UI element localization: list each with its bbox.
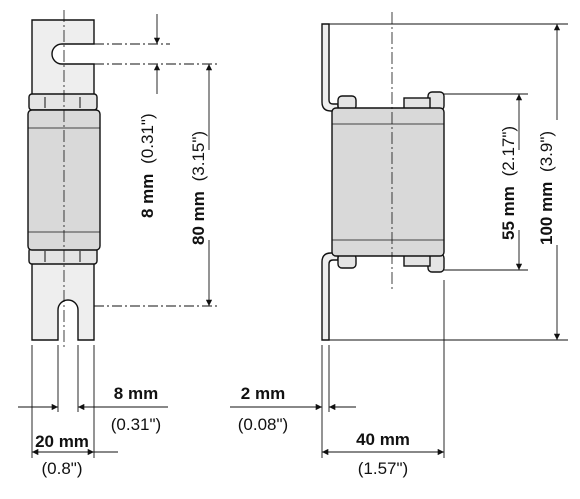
slot-width-label: 8 mm (0.31") (138, 113, 157, 218)
body-height-label: 55 mm (2.17") (499, 126, 518, 240)
depth-inch: (1.57") (358, 459, 408, 478)
body-height-inch: (2.17") (499, 126, 518, 176)
pitch-label: 80 mm (3.15") (189, 131, 208, 245)
thickness-value: 2 mm (241, 384, 285, 403)
slot-width-value: 8 mm (138, 174, 157, 218)
total-height-inch: (3.9") (537, 131, 556, 172)
blade-width-inch: (0.8") (42, 459, 83, 478)
body-height-value: 55 mm (499, 186, 518, 240)
total-height-label: 100 mm (3.9") (537, 131, 556, 245)
top-blade (31, 19, 95, 101)
blade-width-value: 20 mm (35, 432, 89, 451)
top-terminal (321, 23, 339, 112)
dim-pitch (94, 64, 218, 307)
bottom-blade (31, 254, 95, 341)
total-height-value: 100 mm (537, 182, 556, 245)
pitch-value: 80 mm (189, 191, 208, 245)
dim-body-height (444, 93, 528, 271)
pitch-inch: (3.15") (189, 131, 208, 181)
tab-spacing-value: 8 mm (114, 384, 158, 403)
thickness-inch: (0.08") (238, 415, 288, 434)
slot-width-inch: (0.31") (138, 113, 157, 163)
tab-spacing-inch: (0.31") (111, 415, 161, 434)
dim-total-height (329, 23, 568, 341)
side-view (321, 23, 445, 341)
dim-slot-width (94, 14, 218, 94)
fuse-body-side (331, 107, 445, 257)
depth-value: 40 mm (356, 430, 410, 449)
bottom-terminal (321, 252, 339, 341)
